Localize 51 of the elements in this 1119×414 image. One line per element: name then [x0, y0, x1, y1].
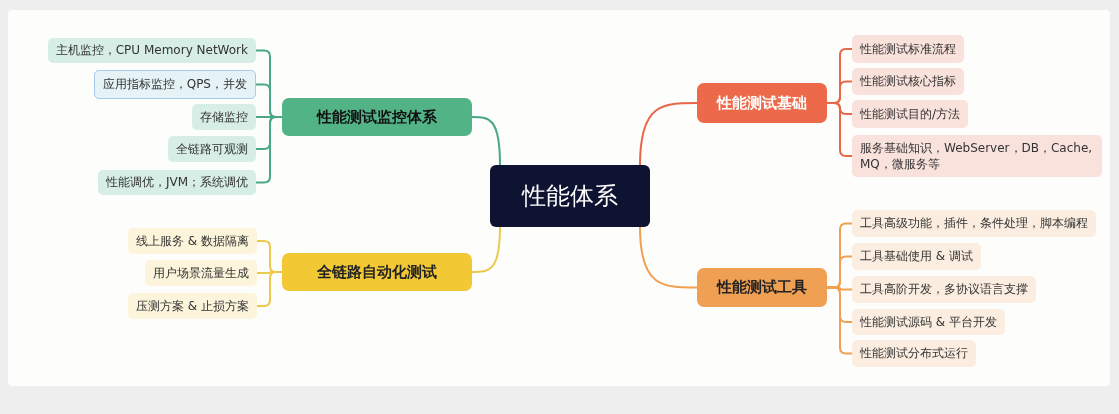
branch-topic-box	[282, 98, 472, 136]
connector-line	[471, 226, 501, 273]
subtopic-text: 性能测试目的/方法	[860, 105, 961, 123]
topic-text: 性能测试监控体系	[317, 106, 437, 128]
subtopic-box	[852, 309, 1005, 335]
connector-line	[826, 102, 853, 157]
subtopic-text: 存储监控	[200, 108, 248, 126]
topic-text: 性能体系	[522, 180, 618, 212]
subtopic-text: 线上服务 & 数据隔离	[136, 232, 249, 250]
subtopic-box	[852, 68, 964, 95]
subtopic-box	[852, 340, 976, 367]
subtopic-text: 主机监控，CPU Memory NetWork	[55, 42, 248, 59]
connector-line	[639, 226, 698, 289]
subtopic-text: 性能测试分布式运行	[860, 345, 968, 362]
branch-topic-box	[697, 83, 827, 123]
subtopic-text: 用户场景流量生成	[153, 264, 249, 282]
subtopic-box	[145, 260, 257, 286]
subtopic-box	[97, 170, 256, 195]
connector-line	[639, 102, 698, 166]
subtopic-box	[852, 243, 981, 270]
topic-text: 全链路自动化测试	[317, 261, 437, 283]
subtopic-text: 性能测试标准流程	[860, 40, 956, 58]
subtopic-text: 工具高级功能，插件，条件处理，脚本编程	[860, 215, 1088, 232]
subtopic-text: 性能调优，JVM；系统调优	[105, 174, 248, 191]
subtopic-box	[192, 104, 256, 130]
subtopic-box	[852, 35, 964, 63]
subtopic-text: 服务基础知识，WebServer，DB，Cache, MQ，微服务等	[860, 139, 1094, 173]
branch-topic-box	[697, 268, 827, 307]
subtopic-text: 工具高阶开发，多协议语言支撑	[860, 281, 1028, 298]
central-topic-box	[490, 165, 650, 227]
subtopic-text: 工具基础使用 & 调试	[860, 248, 973, 265]
branch-topic-box	[282, 253, 472, 291]
topic-text: 性能测试工具	[717, 277, 807, 298]
connector-line	[826, 286, 853, 355]
subtopic-text: 全链路可观测	[176, 140, 248, 158]
connector-line	[255, 116, 283, 184]
subtopic-box	[168, 136, 256, 162]
subtopic-text: 性能测试核心指标	[860, 73, 956, 90]
subtopic-box	[852, 210, 1096, 237]
subtopic-text: 性能测试源码 & 平台开发	[860, 313, 997, 331]
subtopic-box	[93, 70, 256, 99]
subtopic-text: 应用指标监控，QPS，并发	[102, 76, 247, 93]
connector-line	[471, 116, 501, 166]
subtopic-box	[128, 293, 257, 319]
subtopic-box	[852, 276, 1036, 303]
subtopic-text: 压测方案 & 止损方案	[136, 297, 249, 315]
subtopic-box	[852, 135, 1102, 177]
subtopic-box	[47, 38, 256, 63]
topic-text: 性能测试基础	[717, 92, 807, 114]
subtopic-box	[128, 228, 257, 254]
subtopic-box	[852, 100, 969, 128]
